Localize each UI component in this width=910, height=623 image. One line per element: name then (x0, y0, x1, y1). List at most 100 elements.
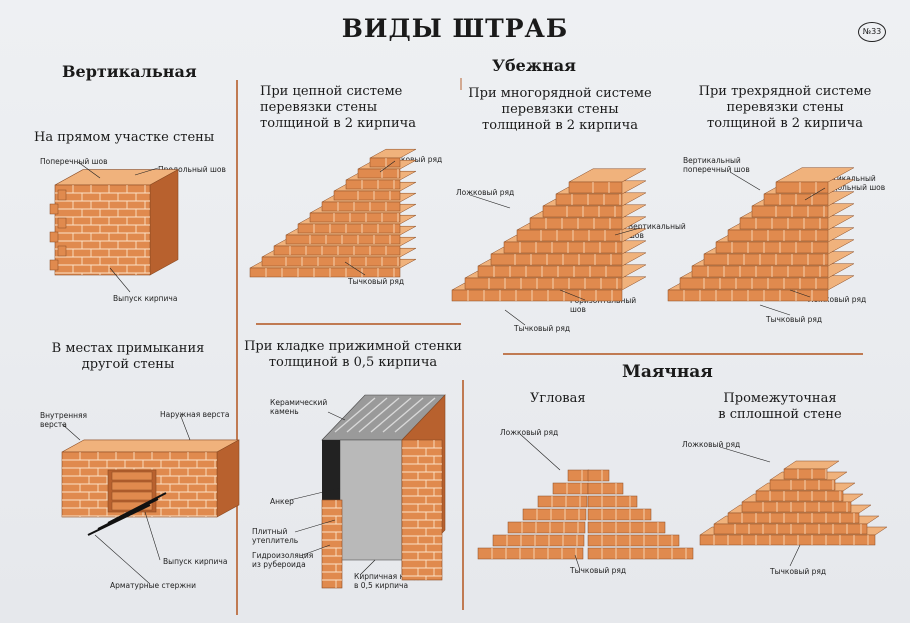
threerow-step-front (739, 217, 829, 230)
outlet-brick (111, 491, 153, 501)
leader-line (559, 289, 586, 301)
label-stretcher-row-corner: Ложковый ряд (500, 428, 559, 437)
divider-stepped-top (460, 78, 462, 90)
corner-left-row (537, 495, 588, 508)
outlet-brick (111, 471, 153, 481)
divider-vertical-center (462, 380, 464, 610)
inter-step-front (699, 534, 876, 546)
label-brick-outlet-2: Выпуск кирпича (163, 557, 228, 566)
threerow-step-front (679, 277, 829, 290)
label-vert-transverse-2: поперечный шов (683, 165, 750, 174)
rebar-rod (87, 504, 151, 536)
caption-junction-2: другой стены (81, 357, 175, 372)
page-title: ВИДЫ ШТРАБ (341, 14, 569, 43)
leader-line (789, 289, 811, 298)
corner-right-row (587, 547, 694, 560)
label-vertical-seam-1: Вертикальный (628, 222, 686, 231)
caption-chain-2: перевязки стены (260, 100, 378, 115)
chain-step-top (369, 148, 417, 159)
caption-chain-3: толщиной в 2 кирпича (260, 116, 416, 131)
ceramic-rib (358, 397, 400, 433)
caption-clamp-1: При кладке прижимной стенки (244, 339, 462, 354)
caption-threerow-3: толщиной в 2 кирпича (707, 116, 863, 131)
section-vertical: Вертикальная (62, 62, 197, 81)
label-ceramic-1: Керамический (270, 398, 328, 407)
corner-right-row (587, 495, 638, 508)
caption-corner: Угловая (530, 391, 586, 406)
label-header-row-three: Тычковый ряд (766, 315, 823, 324)
label-rebar: Арматурные стержни (110, 581, 196, 590)
label-waterproof-2: из рубероида (252, 560, 306, 569)
illustration-clamp-wall (289, 394, 446, 589)
illustration-beacon-corner (477, 433, 694, 571)
multirow-step-front (516, 229, 623, 242)
clamp-brick-face (401, 439, 443, 581)
label-horizontal-seam-2: шов (570, 305, 586, 314)
chain-step-front (357, 168, 401, 179)
inter-step-front (755, 490, 844, 502)
leader-line (614, 227, 641, 236)
illustration-stepped-multirow (451, 168, 647, 326)
clamp-brick-lower (321, 499, 343, 589)
ceramic-rib (370, 397, 412, 433)
caption-intermediate-2: в сплошной стене (718, 407, 842, 422)
illustration-beacon-intermediate (699, 446, 888, 567)
leader-line (789, 544, 801, 567)
multirow-step-top (568, 168, 647, 183)
caption-intermediate-1: Промежуточная (723, 391, 837, 406)
caption-multirow-2: перевязки стены (501, 102, 619, 117)
chain-step-front (261, 256, 401, 267)
leader-line (94, 534, 151, 585)
rebar-rod (107, 492, 167, 524)
corner-left-row (552, 482, 589, 495)
straight-block-front (54, 184, 151, 276)
label-waterproof-1: Гидроизоляция (252, 551, 314, 560)
caption-threerow-1: При трехрядной системе (698, 84, 872, 99)
label-vert-longitudinal-1: Вертикальный (818, 174, 876, 183)
multirow-step-front (503, 241, 623, 254)
label-header-row-inter: Тычковый ряд (770, 567, 827, 576)
poster-number-badge: №33 (858, 22, 886, 42)
chain-step-front (333, 190, 401, 201)
label-header-row-corner: Тычковый ряд (570, 566, 627, 575)
leader-line (327, 411, 346, 421)
label-outer-verst: Наружная верста (160, 410, 230, 419)
threerow-step-front (703, 253, 829, 266)
caption-multirow-3: толщиной в 2 кирпича (482, 118, 638, 133)
chain-step-front (345, 179, 401, 190)
inter-step-front (769, 479, 836, 491)
corner-left-row (567, 469, 590, 482)
inter-step-front (727, 512, 860, 524)
chain-step-front (369, 157, 401, 168)
ceramic-rib (382, 397, 424, 433)
leader-line (109, 267, 131, 293)
leader-line (379, 160, 396, 173)
multirow-step-front (490, 253, 623, 266)
divider-horizontal-right (503, 353, 863, 355)
multirow-step-front (568, 181, 623, 194)
label-brick-masonry-1: Кирпичная кладка (354, 572, 428, 581)
label-header-row-chain: Тычковый ряд (348, 277, 405, 286)
multirow-step-front (555, 193, 623, 206)
caption-multirow-1: При многорядной системе (468, 86, 652, 101)
label-brick-outlet: Выпуск кирпича (113, 294, 178, 303)
label-stretcher-row-chain: Ложковый ряд (384, 155, 443, 164)
multirow-step-front (451, 289, 623, 302)
leader-line (179, 413, 191, 441)
junction-wall-top (61, 439, 240, 453)
divider-horizontal-mid (256, 323, 461, 325)
label-stretcher-row-three: Ложковый ряд (808, 295, 867, 304)
leader-line (719, 446, 771, 463)
label-brick-masonry-2: в 0,5 кирпича (354, 581, 409, 590)
corner-right-row (587, 534, 680, 547)
leader-line (804, 187, 826, 201)
label-vertical-seam-2: шов (628, 231, 644, 240)
label-transverse-seam: Поперечный шов (40, 157, 108, 166)
label-insulation-1: Плитный (252, 527, 288, 536)
caption-straight: На прямом участке стены (34, 130, 215, 145)
label-anchor: Анкер (270, 497, 294, 506)
illustration-stepped-chain (249, 148, 417, 278)
label-longitudinal-seam: Продольный шов (158, 165, 226, 174)
corner-right-row (587, 469, 610, 482)
